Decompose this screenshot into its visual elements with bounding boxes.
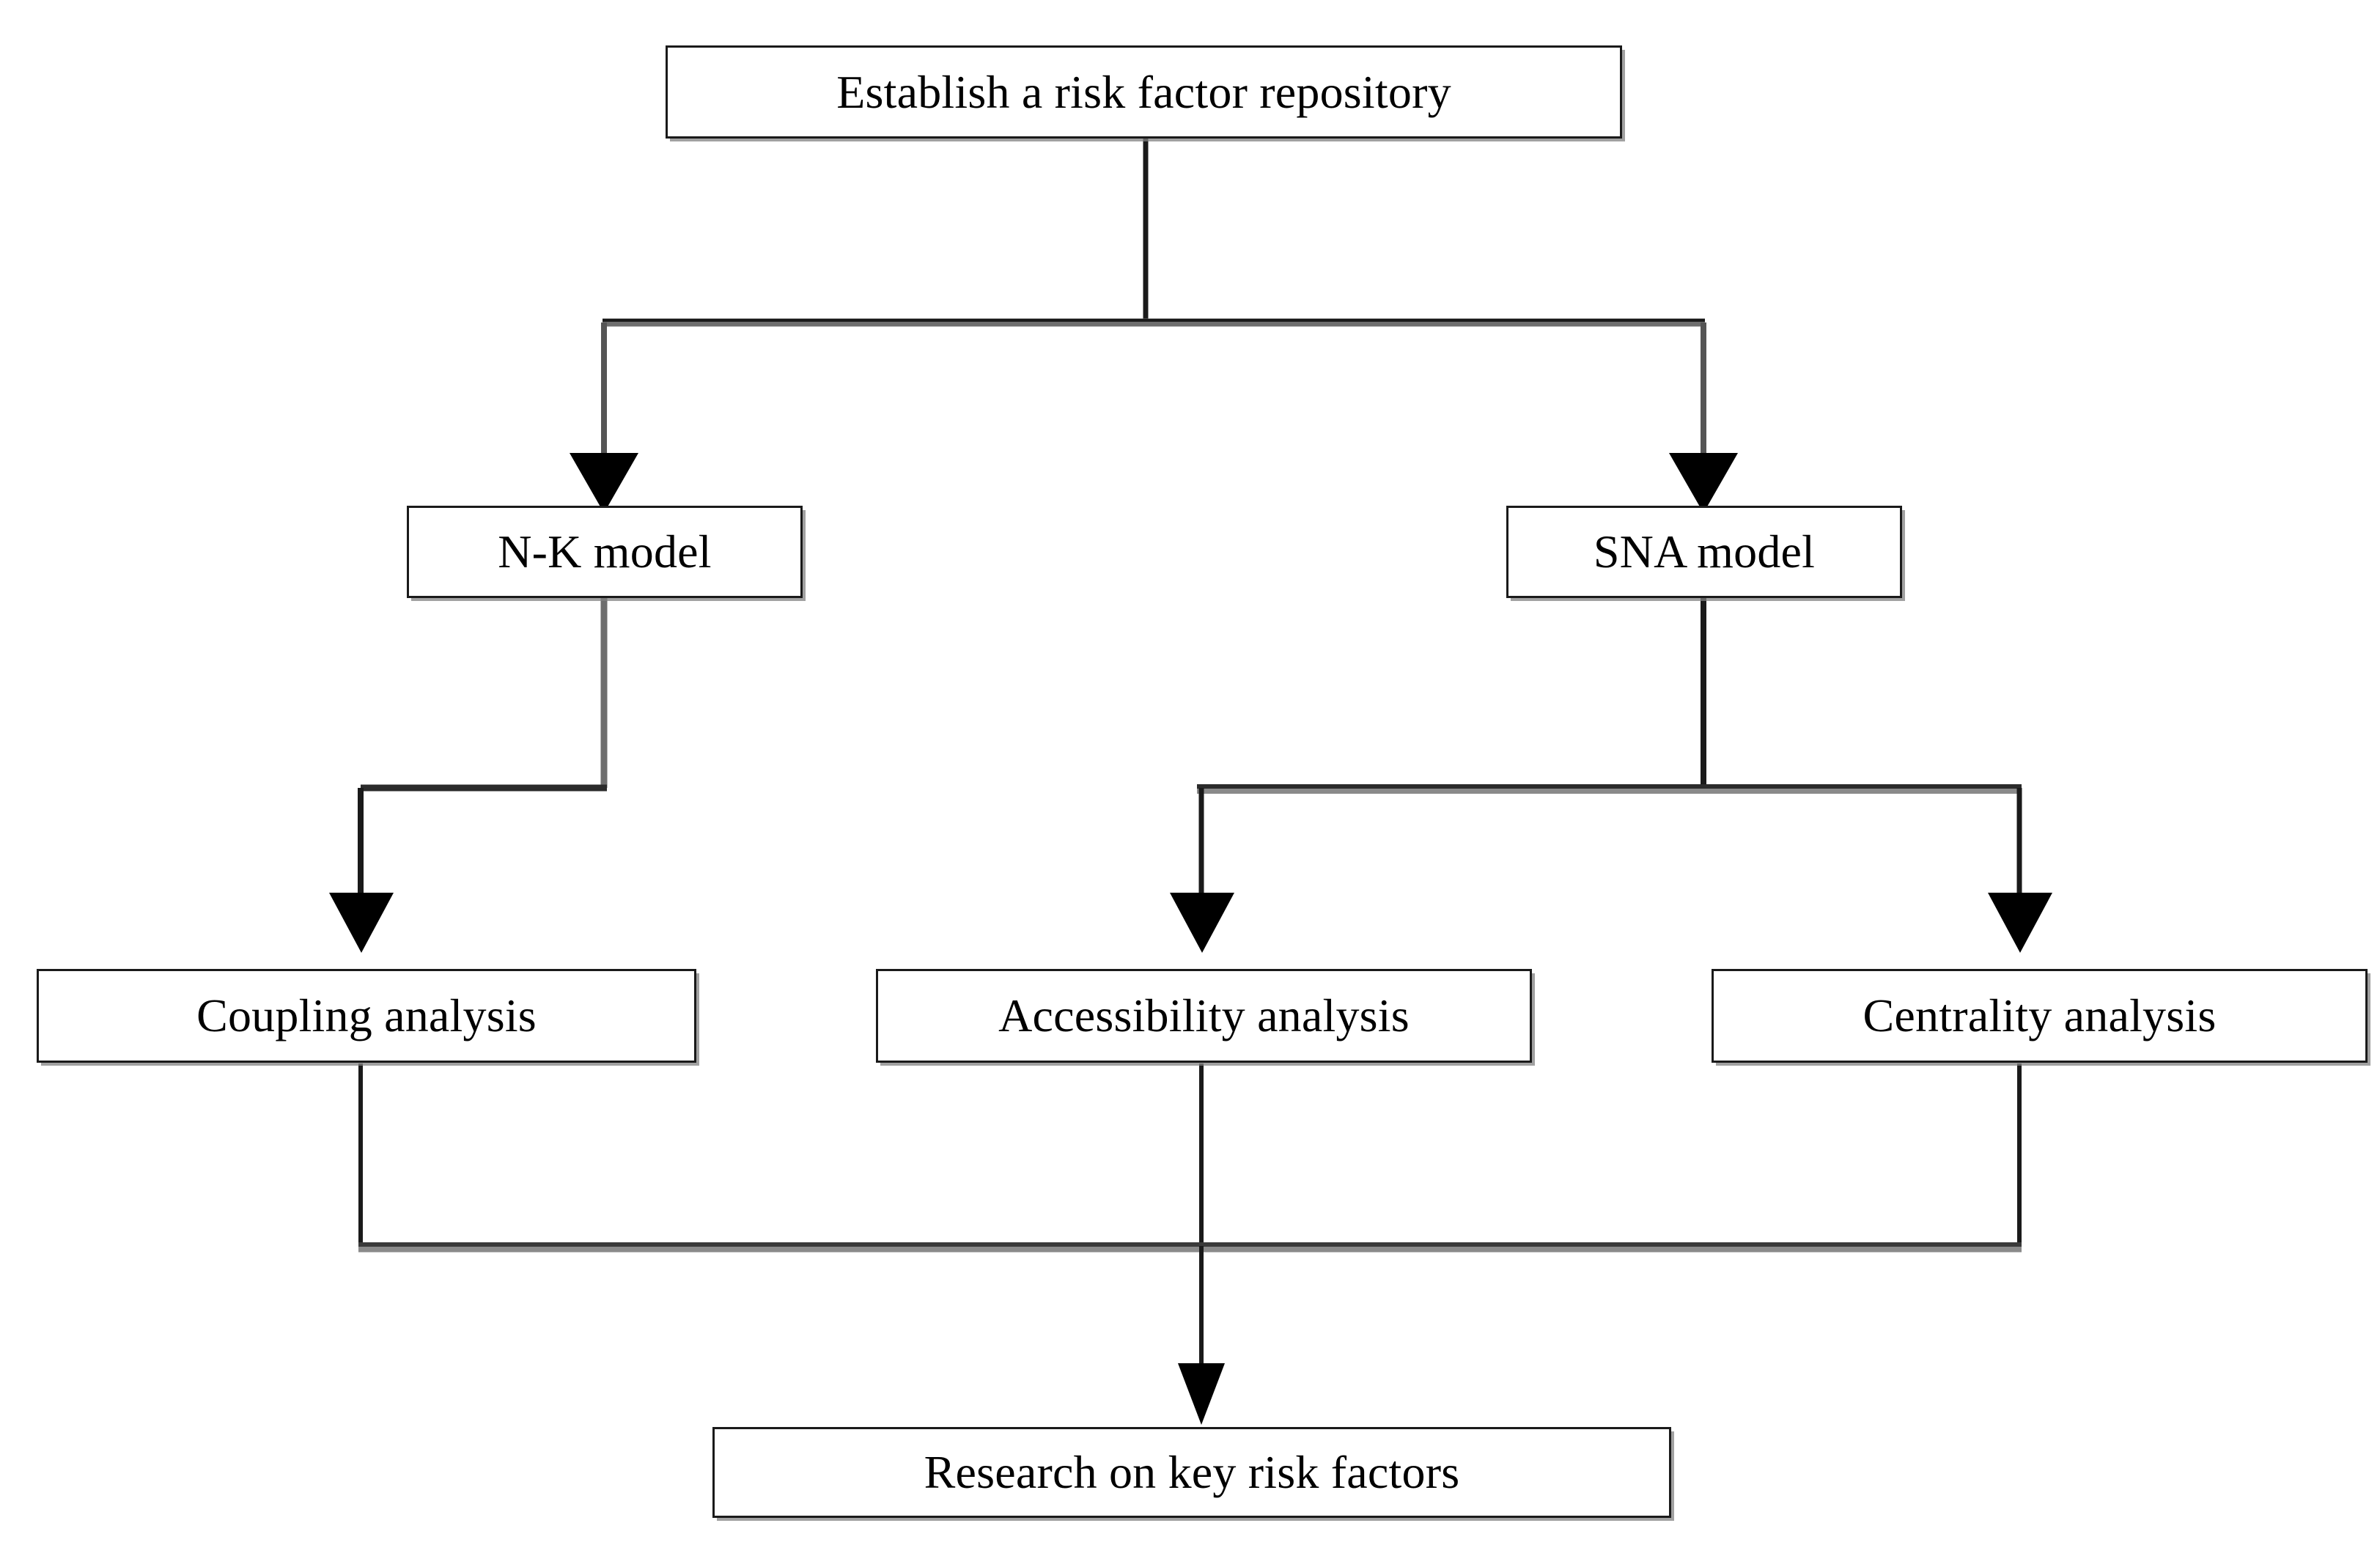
node-label-accessibility: Accessibility analysis — [998, 989, 1410, 1042]
edge-root-to-sna — [1669, 322, 1738, 513]
node-nk-model[interactable]: N-K model — [407, 506, 803, 598]
edge-merge-to-result — [358, 1063, 2022, 1425]
edge-sna-to-centrality — [1988, 788, 2052, 953]
node-label-root: Establish a risk factor repository — [836, 65, 1451, 118]
node-label-coupling: Coupling analysis — [196, 989, 537, 1042]
node-accessibility-analysis[interactable]: Accessibility analysis — [876, 969, 1532, 1063]
node-centrality-analysis[interactable]: Centrality analysis — [1712, 969, 2368, 1063]
node-sna-model[interactable]: SNA model — [1506, 506, 1902, 598]
edge-sna-split — [1197, 598, 2022, 794]
node-label-nk: N-K model — [498, 526, 712, 578]
node-label-sna: SNA model — [1593, 526, 1816, 578]
edge-nk-to-coupling — [329, 598, 608, 953]
edge-sna-to-accessibility — [1170, 788, 1234, 953]
edge-root-split — [603, 139, 1705, 327]
node-research-on-key-risk-factors[interactable]: Research on key risk factors — [712, 1427, 1671, 1518]
node-label-result: Research on key risk factors — [924, 1446, 1460, 1499]
node-label-centrality: Centrality analysis — [1863, 989, 2217, 1042]
edge-root-to-nk — [570, 322, 638, 513]
node-establish-risk-factor-repository[interactable]: Establish a risk factor repository — [666, 45, 1622, 139]
node-coupling-analysis[interactable]: Coupling analysis — [37, 969, 696, 1063]
